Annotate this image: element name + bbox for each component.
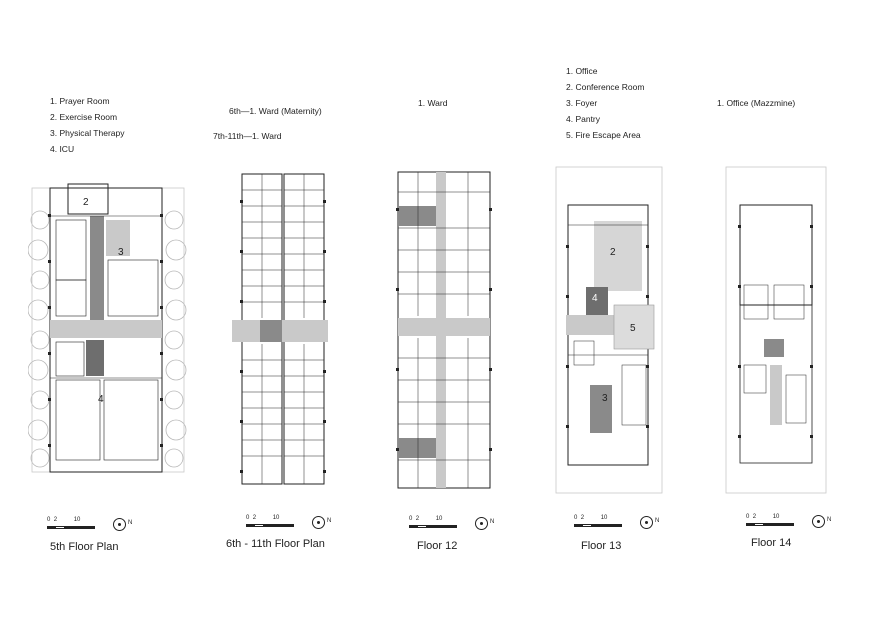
scale-bar: 0 2 10 N	[409, 516, 499, 536]
scale-bar: 0 2 10 N	[47, 517, 137, 537]
north-arrow-icon	[640, 516, 653, 529]
floor-plan-12	[390, 168, 500, 492]
scale-ticks: 0 2 10	[574, 515, 608, 521]
floor-plan-13: 2 3 4 5	[552, 165, 667, 495]
legend-item: 5. Fire Escape Area	[566, 130, 641, 140]
scale-bar-graphic	[47, 526, 95, 529]
floor-plan-6-11	[228, 170, 338, 490]
floor-plan-5: 2 3 4	[28, 180, 188, 480]
room-label: 3	[118, 247, 124, 258]
room-label: 4	[98, 394, 104, 405]
room-label: 3	[602, 393, 608, 404]
north-label: N	[827, 517, 832, 523]
room-label: 4	[592, 293, 598, 304]
scale-bar-graphic	[246, 524, 294, 527]
room-label: 2	[83, 197, 89, 208]
legend-item: 1. Prayer Room	[50, 96, 110, 106]
north-label: N	[327, 518, 332, 524]
legend-item: 4. Pantry	[566, 114, 601, 124]
floor-plan-14	[724, 165, 834, 495]
scale-ticks: 0 2 10	[409, 516, 443, 522]
legend-item: 1. Office	[566, 66, 598, 76]
legend-floor13: 1. Office 2. Conference Room 3. Foyer 4.…	[566, 63, 644, 143]
caption-floor6-11: 6th - 11th Floor Plan	[226, 538, 325, 550]
caption-floor13: Floor 13	[581, 540, 622, 552]
legend-item: 4. ICU	[50, 144, 75, 154]
scale-bar: 0 2 10 N	[574, 515, 664, 535]
legend-item: 1. Office (Mazzmine)	[717, 98, 796, 108]
caption-floor14: Floor 14	[751, 537, 792, 549]
legend-floor12: 1. Ward	[418, 95, 447, 111]
north-arrow-icon	[312, 516, 325, 529]
room-label: 2	[610, 247, 616, 258]
caption-floor12: Floor 12	[417, 540, 458, 552]
legend-item: 3. Foyer	[566, 98, 598, 108]
legend-item: 2. Conference Room	[566, 82, 645, 92]
scale-bar: 0 2 10 N	[746, 514, 836, 534]
north-label: N	[655, 518, 660, 524]
caption-floor5: 5th Floor Plan	[50, 541, 119, 553]
north-label: N	[128, 520, 133, 526]
room-label: 5	[630, 323, 636, 334]
scale-ticks: 0 2 10	[246, 515, 280, 521]
legend-floor14: 1. Office (Mazzmine)	[717, 95, 795, 111]
scale-bar: 0 2 10 N	[246, 515, 336, 535]
scale-bar-graphic	[746, 523, 794, 526]
north-arrow-icon	[812, 515, 825, 528]
legend-item: 3. Physical Therapy	[50, 128, 125, 138]
legend-item: 6th—1. Ward (Maternity)	[229, 106, 322, 116]
scale-bar-graphic	[409, 525, 457, 528]
scale-bar-graphic	[574, 524, 622, 527]
legend-item: 7th-11th—1. Ward	[213, 131, 282, 141]
north-arrow-icon	[113, 518, 126, 531]
scale-ticks: 0 2 10	[746, 514, 780, 520]
legend-floor6-11: 6th—1. Ward (Maternity) 7th-11th—1. Ward	[213, 99, 322, 149]
legend-floor5: 1. Prayer Room 2. Exercise Room 3. Physi…	[50, 93, 125, 157]
legend-item: 1. Ward	[418, 98, 448, 108]
scale-ticks: 0 2 10	[47, 517, 81, 523]
legend-item: 2. Exercise Room	[50, 112, 118, 122]
north-label: N	[490, 519, 495, 525]
north-arrow-icon	[475, 517, 488, 530]
